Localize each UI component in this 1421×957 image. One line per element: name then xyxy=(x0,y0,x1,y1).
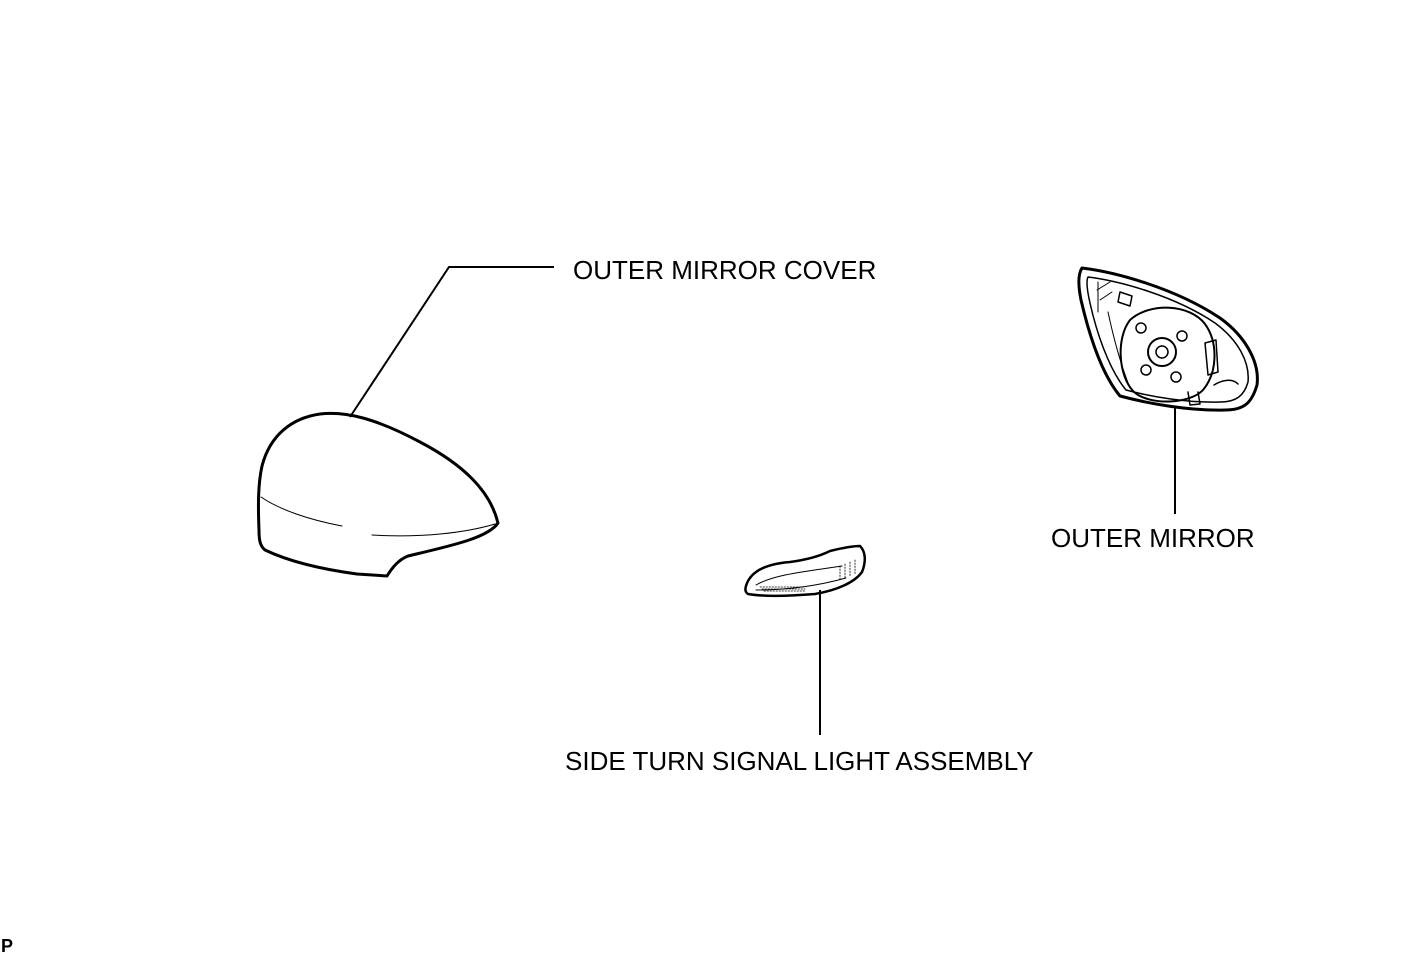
cover-leader-line xyxy=(349,266,554,418)
cover-outline xyxy=(256,411,500,578)
outer-mirror-drawing xyxy=(1077,266,1259,412)
mirror-screw-hole xyxy=(1140,364,1152,376)
signal-outline xyxy=(744,544,866,598)
cover-crease-line xyxy=(260,496,343,527)
mirror-screw-hole xyxy=(1135,322,1147,334)
signal-lens-line xyxy=(755,577,847,591)
mirror-outer-outline xyxy=(1077,266,1259,412)
mirror-pivot-inner xyxy=(1155,345,1169,359)
side-turn-signal-drawing xyxy=(744,544,866,598)
mirror-clip xyxy=(1204,339,1219,376)
corner-code: P xyxy=(1,936,14,956)
mirror-pivot-outer xyxy=(1147,337,1177,367)
outer-mirror-cover-drawing xyxy=(256,411,500,578)
mirror-rib xyxy=(1107,311,1131,389)
signal-lens-texture xyxy=(759,559,856,592)
mirror-clip xyxy=(1213,379,1239,386)
mirror-tab xyxy=(1187,391,1201,406)
mirror-screw-hole xyxy=(1176,330,1188,342)
side-turn-signal-label: SIDE TURN SIGNAL LIGHT ASSEMBLY xyxy=(565,746,1034,776)
mirror-screw-hole xyxy=(1170,371,1182,383)
mirror-tab xyxy=(1117,291,1133,307)
mirror-motor-housing xyxy=(1119,306,1216,403)
mirror-inner-outline xyxy=(1086,276,1249,403)
cover-crease-line-lower xyxy=(371,523,496,537)
outer-mirror-cover-label: OUTER MIRROR COVER xyxy=(573,255,877,285)
mirror-rib xyxy=(1096,281,1113,313)
outer-mirror-label: OUTER MIRROR xyxy=(1051,523,1255,553)
signal-lens-line xyxy=(755,565,843,586)
